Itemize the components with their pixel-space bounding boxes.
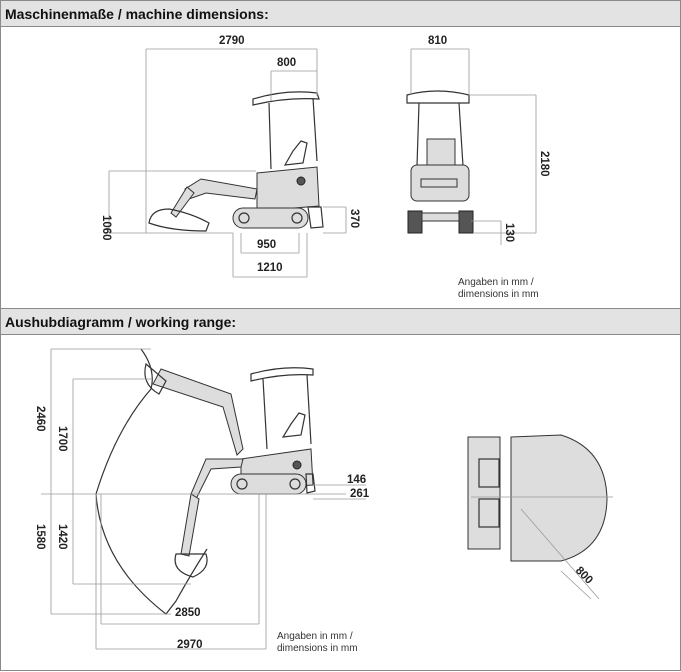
machine-dimensions-panel: Maschinenmaße / machine dimensions: [0,0,681,309]
dim-cab: 800 [277,57,296,69]
dim-height-side: 1060 [100,215,112,241]
front-view-excavator [406,90,474,234]
dimension-lines [108,48,537,278]
machine-dimensions-title: Maschinenmaße / machine dimensions: [1,1,680,27]
machine-dimensions-drawing: 2790 800 1060 370 950 1210 810 2180 130 … [100,35,550,300]
dim-blade-up: 146 [347,474,366,486]
working-range-drawing: 2460 1700 146 261 1580 1420 2850 2970 80… [34,348,613,654]
dim-max-height: 2460 [34,406,46,432]
dim-max-reach: 2970 [177,639,203,651]
units-note-line2: dimensions in mm [458,289,539,300]
dim-clearance: 130 [503,223,515,242]
working-range-dimension-lines [41,348,366,650]
working-range-panel: Aushubdiagramm / working range: [0,308,681,671]
working-units-note-line1: Angaben in mm / [277,631,353,642]
dim-dig-depth: 1580 [34,524,46,550]
dim-overall-track: 1210 [257,262,283,274]
dim-dig-depth-vertical: 1420 [56,524,68,550]
top-view-excavator [467,434,613,600]
working-excavator [144,362,316,578]
dim-length: 2790 [219,35,245,47]
working-units-note-line2: dimensions in mm [277,643,358,654]
working-range-title: Aushubdiagramm / working range: [1,309,680,335]
dim-track-length: 950 [257,239,276,251]
side-view-excavator [148,91,324,232]
dim-blade-down: 261 [350,488,370,500]
dim-dump-height: 1700 [56,426,68,452]
dim-tail-radius: 800 [573,565,595,587]
dim-width-top: 810 [428,35,447,47]
dim-ground: 370 [348,209,360,228]
dim-height: 2180 [538,151,550,177]
dim-reach-ground: 2850 [175,607,201,619]
units-note-line1: Angaben in mm / [458,277,534,288]
digging-envelope [95,348,208,615]
